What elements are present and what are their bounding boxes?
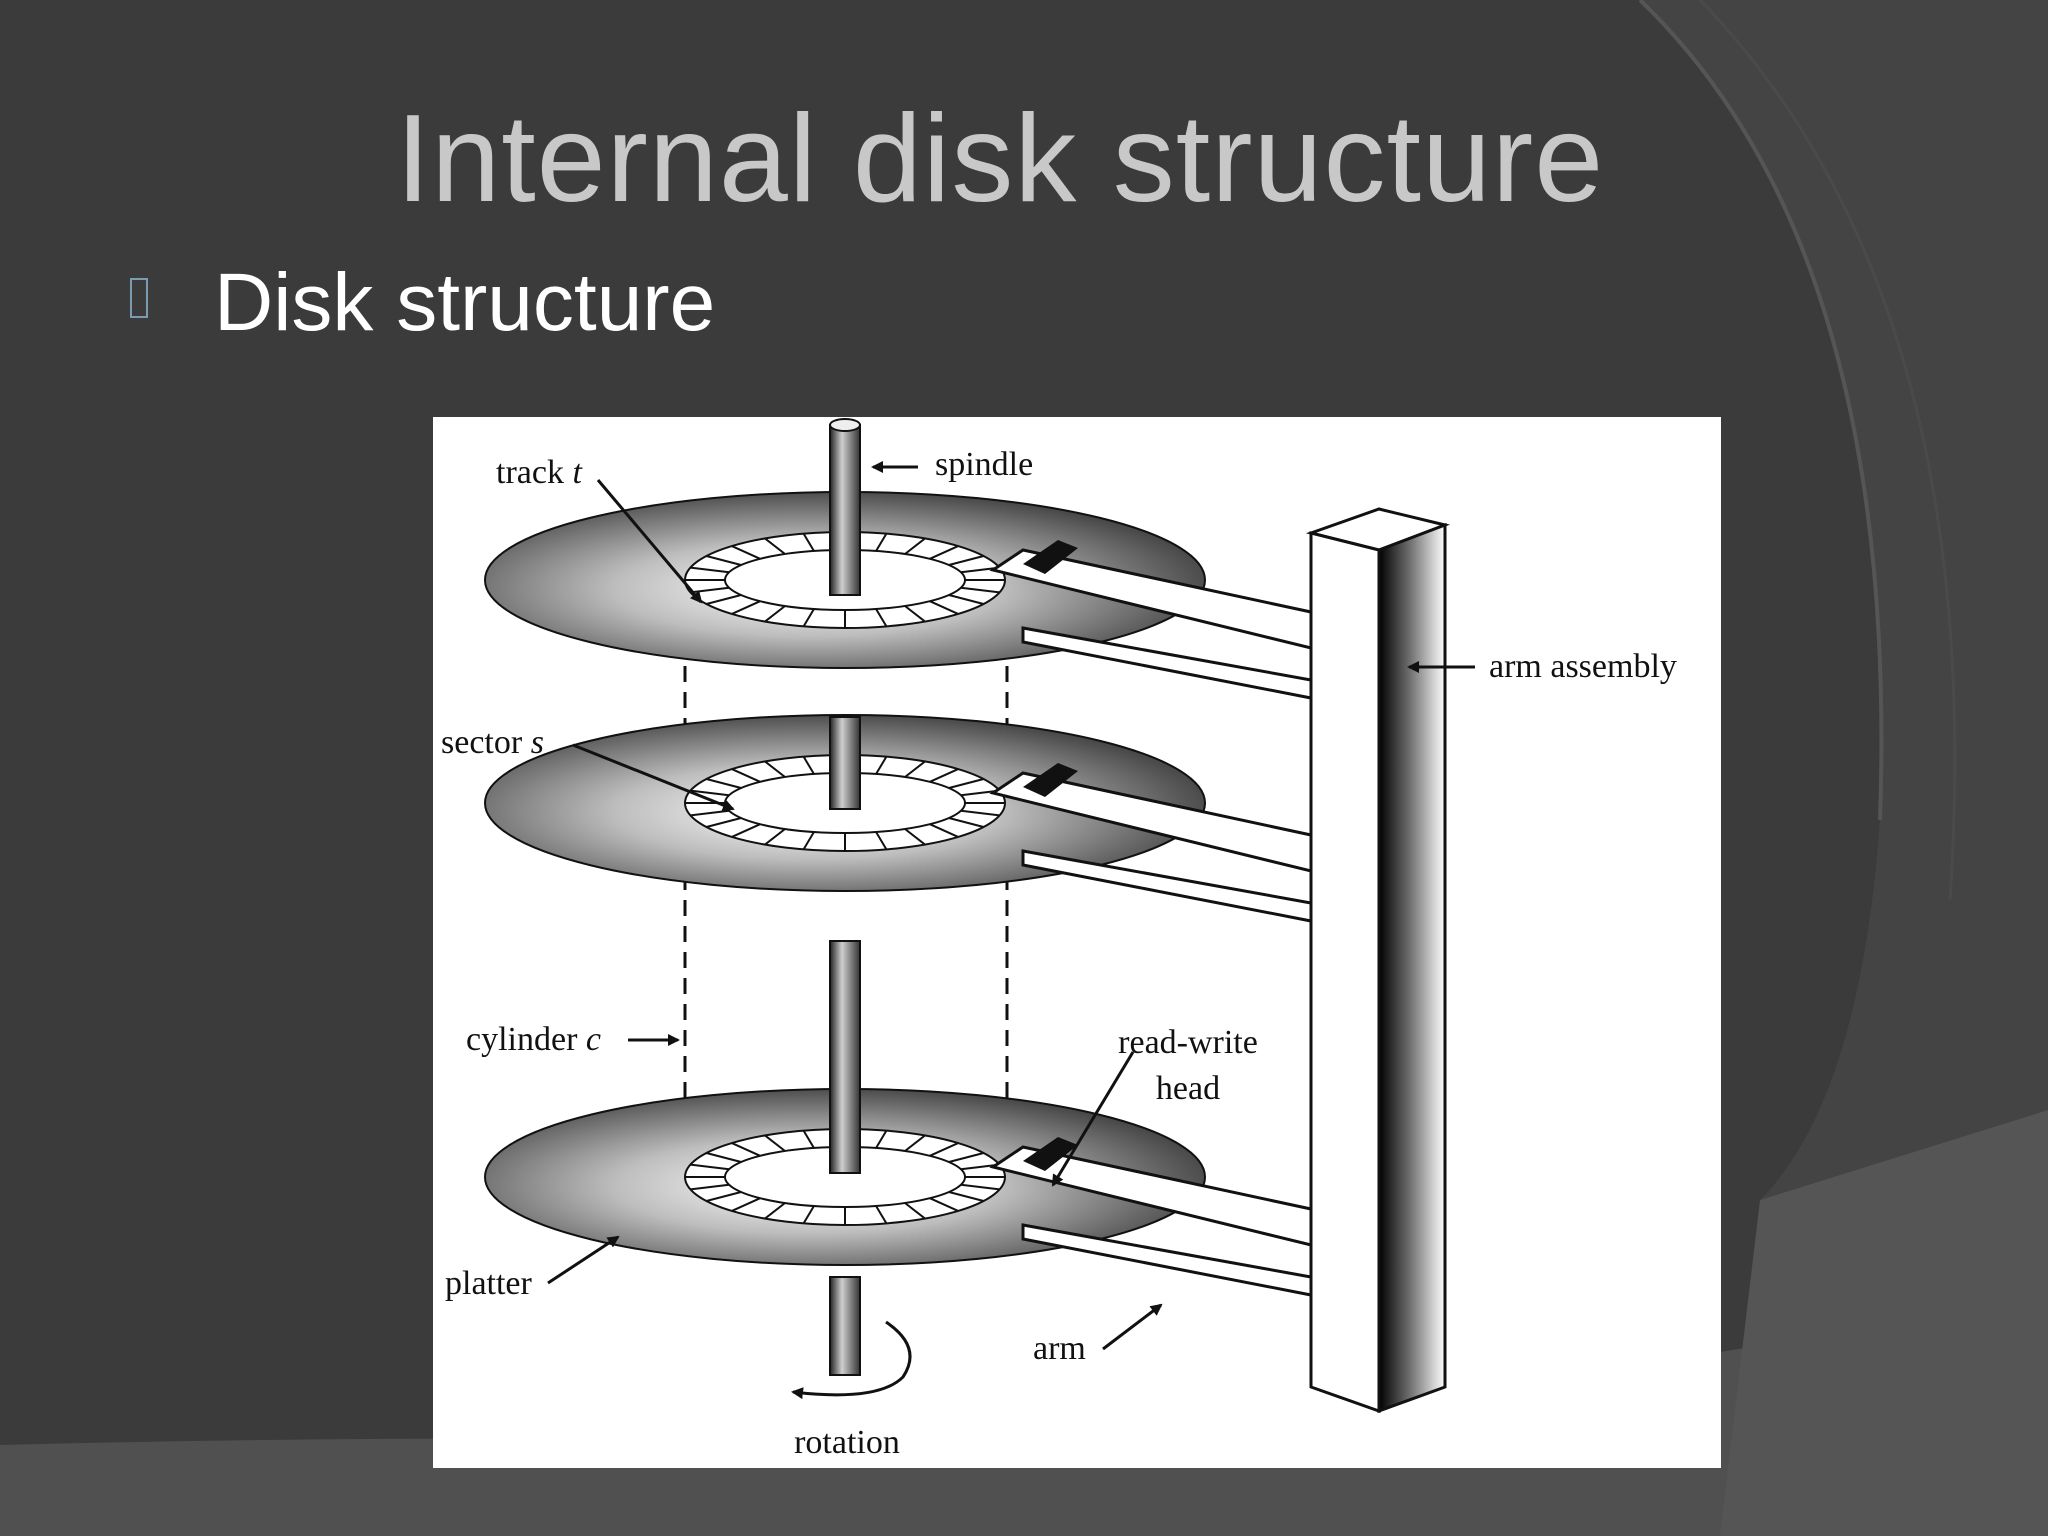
disk-structure-diagram: track t spindle arm assembly sector s cy… xyxy=(433,417,1721,1468)
read-write-head-arrow xyxy=(1051,1051,1135,1187)
label-track: track t xyxy=(496,454,583,491)
sector-divider xyxy=(802,533,815,552)
sector-divider xyxy=(960,586,1000,594)
sector-divider xyxy=(731,768,761,783)
arm-3 xyxy=(989,1137,1313,1297)
sector-divider xyxy=(690,809,730,817)
sector-divider xyxy=(731,1142,761,1157)
sector-divider xyxy=(802,1205,815,1224)
sector-divider xyxy=(802,831,815,850)
sector-divider xyxy=(948,1191,984,1202)
arm-upper xyxy=(989,548,1313,650)
label-spindle: spindle xyxy=(935,446,1033,483)
sector-divider xyxy=(929,600,959,615)
label-rotation: rotation xyxy=(794,1424,900,1461)
sector-divider xyxy=(731,545,761,560)
sector-divider xyxy=(948,778,984,789)
sector-arrow xyxy=(572,743,735,811)
arm-lower xyxy=(1021,1223,1313,1297)
sector-divider xyxy=(875,608,888,627)
sector-divider xyxy=(948,1152,984,1163)
sector-divider xyxy=(875,1130,888,1149)
sector-divider xyxy=(904,828,926,846)
sector-divider xyxy=(731,600,761,615)
arm-lower xyxy=(1021,849,1313,923)
sector-divider xyxy=(904,1202,926,1220)
sector-divider xyxy=(929,545,959,560)
bullet-item: Disk structure xyxy=(130,257,716,348)
sector-divider xyxy=(690,1163,730,1171)
sector-divider xyxy=(904,1134,926,1152)
sector-divider xyxy=(929,1142,959,1157)
sector-divider xyxy=(706,594,742,605)
sector-divider xyxy=(929,1197,959,1212)
sector-divider xyxy=(731,1197,761,1212)
sector-divider xyxy=(764,760,786,778)
arm-arrow xyxy=(1102,1303,1163,1351)
arm-upper xyxy=(989,771,1313,873)
sector-divider xyxy=(764,1134,786,1152)
sector-divider xyxy=(904,537,926,555)
sector-divider xyxy=(706,1152,742,1163)
label-read-write-2: head xyxy=(1156,1070,1220,1107)
platter-arrow xyxy=(547,1235,620,1285)
sector-divider xyxy=(948,594,984,605)
label-read-write-1: read-write xyxy=(1118,1024,1258,1061)
arm-2 xyxy=(989,763,1313,923)
label-sector: sector s xyxy=(441,724,544,761)
sector-divider xyxy=(706,778,742,789)
sector-divider xyxy=(706,1191,742,1202)
sector-divider xyxy=(690,566,730,574)
arm-1 xyxy=(989,540,1313,700)
track-arrow xyxy=(596,479,703,604)
sector-divider xyxy=(960,809,1000,817)
sector-divider xyxy=(706,817,742,828)
sector-divider xyxy=(690,789,730,797)
label-arm: arm xyxy=(1033,1330,1086,1367)
sector-divider xyxy=(875,533,888,552)
read-write-head xyxy=(1023,1137,1078,1171)
label-platter: platter xyxy=(445,1265,533,1302)
sector-divider xyxy=(929,768,959,783)
sector-divider xyxy=(875,831,888,850)
sector-divider xyxy=(904,605,926,623)
rotation-arrow xyxy=(791,1320,912,1400)
sector-divider xyxy=(948,817,984,828)
read-write-head xyxy=(1023,540,1078,574)
sector-divider xyxy=(875,756,888,775)
sector-divider xyxy=(706,555,742,566)
slide-title: Internal disk structure xyxy=(395,90,1605,228)
sector-divider xyxy=(802,608,815,627)
arm-upper xyxy=(989,1145,1313,1247)
read-write-head xyxy=(1023,763,1078,797)
bullet-text: Disk structure xyxy=(214,257,716,348)
sector-divider xyxy=(690,1183,730,1191)
label-cylinder: cylinder c xyxy=(466,1021,601,1058)
arm-lower xyxy=(1021,626,1313,700)
square-bullet-icon xyxy=(130,278,148,318)
platter-3 xyxy=(484,1088,1206,1266)
sector-divider xyxy=(948,555,984,566)
sector-divider xyxy=(802,756,815,775)
sector-divider xyxy=(875,1205,888,1224)
sector-divider xyxy=(764,537,786,555)
label-arm-assembly: arm assembly xyxy=(1489,648,1677,685)
sector-divider xyxy=(802,1130,815,1149)
sector-divider xyxy=(929,823,959,838)
arm-assembly-column xyxy=(1305,507,1451,1414)
sector-divider xyxy=(904,760,926,778)
sector-divider xyxy=(764,828,786,846)
sector-divider xyxy=(960,1183,1000,1191)
spindle-shaft xyxy=(829,418,861,1376)
sector-divider xyxy=(764,605,786,623)
sector-divider xyxy=(764,1202,786,1220)
sector-divider xyxy=(731,823,761,838)
